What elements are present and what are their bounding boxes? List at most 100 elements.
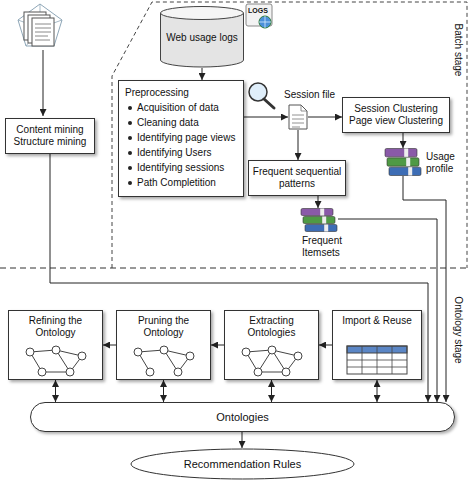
node-text: Import & Reuse — [337, 315, 417, 327]
connector — [163, 380, 164, 402]
books-icon-shape — [384, 148, 422, 176]
process-box: Refining the Ontology — [8, 310, 103, 380]
stage-label: Ontology stage — [452, 296, 464, 363]
page-outline — [289, 105, 307, 129]
connector — [244, 117, 288, 118]
process-box: Session Clustering Page view Clustering — [342, 97, 450, 133]
book — [385, 149, 417, 157]
node-body: Session Clustering Page view Clustering — [343, 98, 449, 132]
list-heading-row: Preprocessing — [125, 85, 237, 100]
ontology-graph-icon — [174, 368, 182, 376]
ontology-graph-icon — [26, 348, 34, 356]
mining-box: Content mining Structure mining — [5, 118, 95, 154]
book-band — [404, 149, 408, 157]
list-text: Cleaning data — [137, 117, 199, 128]
ontology-graph-icon — [186, 352, 194, 360]
list-text: Identifying Users — [137, 147, 211, 158]
node-text: Session Clustering Page view Clustering — [347, 103, 445, 127]
table-icon — [347, 346, 407, 374]
node-text: Content mining Structure mining — [12, 124, 88, 148]
output-ellipse: Recommendation Rules — [130, 448, 355, 480]
connector — [318, 196, 319, 208]
connector — [103, 345, 116, 346]
list-text: Identifying page views — [137, 132, 235, 143]
logs-icon — [246, 4, 272, 28]
node-body: Pruning the Ontology — [117, 311, 210, 343]
node-text: Session file — [284, 89, 335, 101]
outside-caption: Frequent Itemsets — [302, 235, 352, 259]
logs-icon — [259, 16, 271, 28]
books-icon: Frequent Itemsets — [300, 208, 338, 232]
stage-divider — [0, 2, 469, 268]
node-text: Recommendation Rules — [184, 458, 301, 470]
list-item: Path Completition — [125, 175, 237, 190]
book-band — [322, 217, 326, 224]
node-body: PreprocessingAcquisition of dataCleaning… — [119, 81, 243, 196]
node-text: Frequent sequential patterns — [252, 166, 342, 190]
document-icon-shape — [288, 104, 308, 130]
ontology-graph-icon — [282, 368, 290, 376]
connector — [202, 68, 203, 80]
node-body: Extracting Ontologies — [225, 311, 318, 343]
connector — [403, 133, 404, 148]
node-text: Web usage logs — [164, 32, 240, 44]
list-text: Acquisition of data — [137, 102, 219, 113]
node-text: Pruning the Ontology — [121, 315, 206, 339]
document-stack-icon — [18, 4, 62, 116]
connector — [308, 117, 342, 118]
ontology-graph-icon — [26, 346, 302, 376]
bullet-dot — [128, 151, 132, 155]
ontology-graph-icon — [242, 348, 250, 356]
connector — [298, 130, 299, 160]
repository-band: Ontologies — [30, 402, 455, 432]
stage-label: Batch stage — [452, 24, 464, 77]
list-text: Path Completition — [137, 177, 216, 188]
node-body: Import & Reuse — [333, 311, 421, 331]
icon-label: LOGS — [248, 5, 268, 17]
list-item: Identifying sessions — [125, 160, 237, 175]
node-text: Frequent Itemsets — [302, 235, 352, 259]
book-band — [320, 209, 324, 216]
ontology-graph-icon — [160, 346, 168, 354]
connector — [403, 176, 446, 402]
node-body: Frequent sequential patterns — [249, 161, 345, 195]
ontology-graph-icon — [66, 368, 74, 376]
process-box: Pruning the Ontology — [116, 310, 211, 380]
process-box: Extracting Ontologies — [224, 310, 319, 380]
cylinder-top — [161, 7, 244, 20]
ellipse-outline — [131, 449, 354, 479]
node-body: Ontologies — [31, 403, 454, 431]
book — [303, 217, 335, 224]
book-band — [408, 167, 412, 175]
connector — [211, 345, 224, 346]
connector — [50, 154, 428, 402]
list-item: Acquisition of data — [125, 100, 237, 115]
bullet-dot — [128, 121, 132, 125]
book-band — [324, 225, 328, 232]
outside-caption: Session file — [284, 89, 335, 101]
node-text: Ontologies — [216, 411, 269, 423]
book — [305, 225, 337, 232]
node-text: Usage profile — [426, 151, 462, 175]
table-icon — [347, 346, 407, 374]
node-body: Content mining Structure mining — [6, 119, 94, 153]
connector — [319, 345, 332, 346]
ontology-graph-icon — [146, 368, 154, 376]
node-body: Refining the Ontology — [9, 311, 102, 343]
outside-caption: Usage profile — [426, 151, 462, 175]
cylinder-body — [161, 13, 244, 67]
ontology-graph-icon — [52, 346, 60, 354]
bullet-dot — [128, 136, 132, 140]
document-stack-icon — [43, 50, 44, 116]
list-item: Identifying page views — [125, 130, 237, 145]
connector — [377, 380, 378, 402]
document-stack-icon — [35, 24, 51, 40]
ontology-graph-icon — [78, 352, 86, 360]
connector — [55, 380, 56, 402]
node-text: Extracting Ontologies — [229, 315, 314, 339]
book — [389, 167, 421, 175]
box-heading: Preprocessing — [125, 87, 189, 98]
logs-icon — [259, 16, 271, 28]
